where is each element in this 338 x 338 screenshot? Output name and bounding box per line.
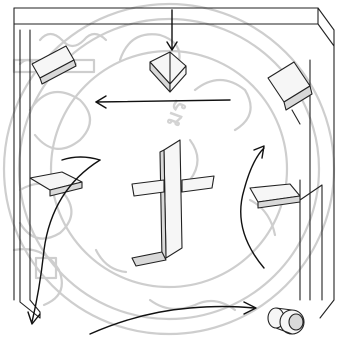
cross-mirror-assembly [132,140,214,266]
roof-prism [150,52,186,92]
lens-barrel [268,308,304,334]
arrow-vertical-top [167,10,177,50]
arrow-left-horizontal [96,96,230,108]
mirror-right-shelf [250,184,300,208]
